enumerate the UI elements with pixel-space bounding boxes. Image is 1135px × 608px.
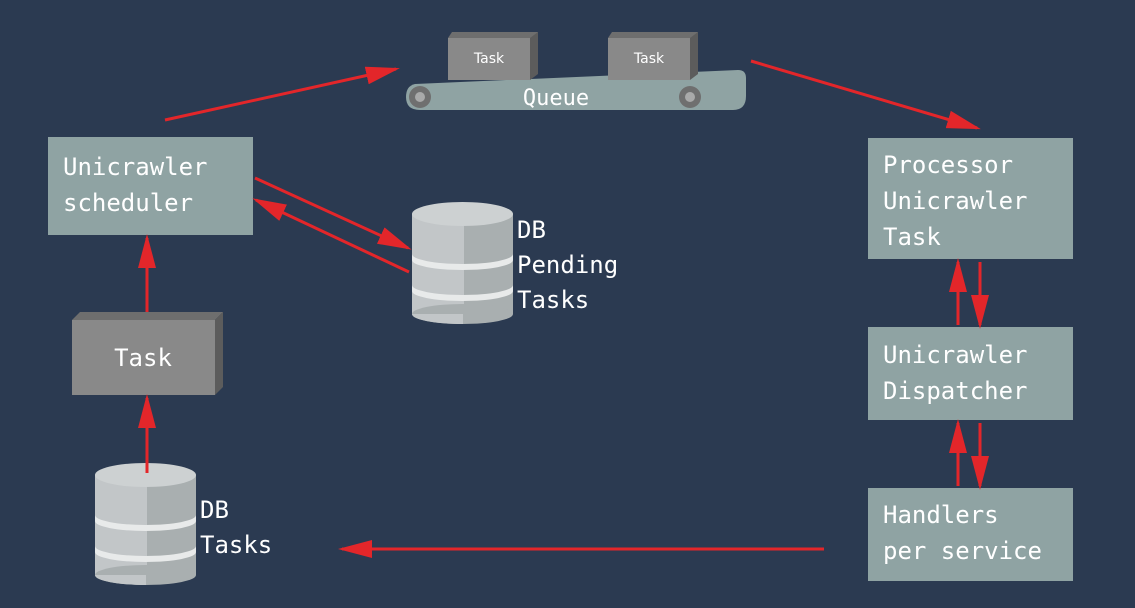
db-tasks-label-line2: Tasks — [200, 531, 272, 559]
queue-conveyor: Queue Task Task — [406, 32, 746, 111]
handlers-label-line2: per service — [883, 537, 1042, 565]
db-pending-label-line2: Pending — [517, 251, 618, 279]
arrow-scheduler-to-dbpending — [254, 176, 412, 250]
task-box: Task — [72, 312, 223, 395]
queue-task-2-label: Task — [633, 51, 665, 67]
processor-label-line3: Task — [883, 223, 941, 251]
arrow-dbpending-to-scheduler — [252, 198, 410, 274]
queue-task-1-label: Task — [473, 51, 505, 67]
processor-label-line1: Processor — [883, 151, 1013, 179]
dispatcher-label-line1: Unicrawler — [883, 341, 1028, 369]
queue-task-1: Task — [448, 32, 538, 80]
conveyor-wheel-right — [679, 86, 701, 108]
db-tasks-label-line1: DB — [200, 496, 229, 524]
conveyor-wheel-left — [409, 86, 431, 108]
scheduler-label-line1: Unicrawler — [63, 153, 208, 181]
handlers-box: Handlers per service — [868, 488, 1073, 581]
db-pending-label-line3: Tasks — [517, 286, 589, 314]
db-pending-label-line1: DB — [517, 216, 546, 244]
handlers-label-line1: Handlers — [883, 501, 999, 529]
queue-task-2: Task — [608, 32, 698, 80]
scheduler-box: Unicrawler scheduler — [48, 137, 253, 235]
processor-box: Processor Unicrawler Task — [868, 138, 1073, 259]
arrow-queue-to-processor — [750, 59, 981, 130]
queue-label: Queue — [523, 86, 589, 111]
db-pending-cylinder — [412, 202, 513, 325]
arrows — [138, 59, 989, 558]
arrow-scheduler-to-queue — [164, 66, 400, 122]
task-box-label: Task — [114, 344, 172, 372]
dispatcher-label-line2: Dispatcher — [883, 377, 1028, 405]
scheduler-label-line2: scheduler — [63, 189, 193, 217]
dispatcher-box: Unicrawler Dispatcher — [868, 327, 1073, 420]
processor-label-line2: Unicrawler — [883, 187, 1028, 215]
db-tasks-cylinder — [95, 463, 196, 586]
